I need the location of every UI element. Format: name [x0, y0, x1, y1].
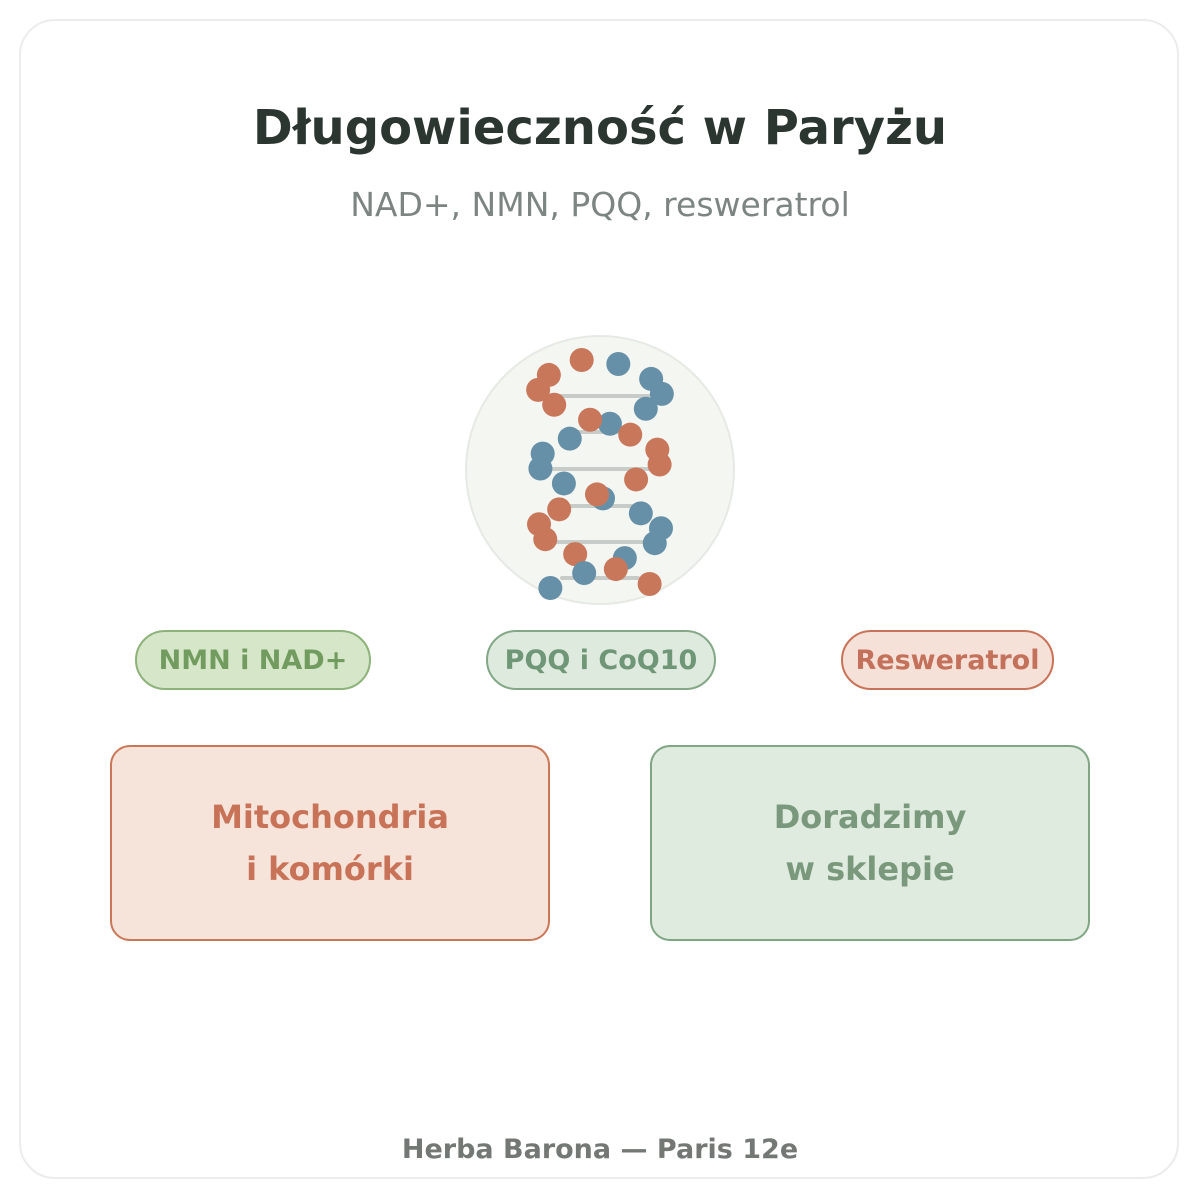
dna-strand-a-node [647, 452, 672, 477]
dna-strand-b-node [557, 426, 582, 451]
dna-illustration [464, 334, 736, 606]
dna-strand-b-node [628, 501, 653, 526]
dna-strand-a-node [526, 377, 551, 402]
dna-strand-b-node [649, 381, 674, 406]
mitochondria-box-line2: i komórki [246, 850, 414, 888]
footer-text: Herba Barona — Paris 12e [401, 1134, 799, 1165]
dna-strand-a-node [584, 482, 609, 507]
advice-box-line1: Doradzimy [773, 798, 967, 836]
dna-strand-a-node [624, 467, 649, 492]
dna-strand-a-node [618, 422, 643, 447]
dna-strands [526, 348, 674, 600]
dna-strand-b-node [597, 411, 622, 436]
dna-strand-a-node [569, 348, 594, 372]
dna-strand-a-node [547, 497, 572, 522]
tag-resveratrol: Resweratrol [841, 630, 1054, 690]
dna-strand-a-node [533, 527, 558, 552]
tag-nmn-nad: NMN i NAD+ [135, 630, 371, 690]
mitochondria-box-line1: Mitochondria [211, 798, 449, 836]
page-title: Długowieczność w Paryżu [252, 100, 948, 156]
advice-box: Doradzimy w sklepie [650, 745, 1090, 941]
dna-strand-a-node [563, 542, 588, 567]
dna-strand-a-node [542, 392, 567, 417]
dna-strand-b-node [642, 531, 667, 556]
dna-strand-b-node [572, 561, 597, 586]
advice-box-line2: w sklepie [785, 850, 955, 888]
mitochondria-box: Mitochondria i komórki [110, 745, 550, 941]
dna-strand-b-node [551, 471, 576, 496]
dna-helix-icon [465, 335, 735, 605]
dna-strand-b-node [606, 352, 631, 376]
dna-strand-a-node [637, 572, 662, 596]
dna-strand-a-node [603, 557, 628, 582]
tag-pqq-coq10: PQQ i CoQ10 [486, 630, 716, 690]
dna-strand-b-node [633, 396, 658, 421]
dna-strand-b-node [538, 576, 563, 600]
page-subtitle: NAD+, NMN, PQQ, resweratrol [350, 185, 850, 224]
dna-strand-a-node [578, 407, 603, 432]
dna-strand-b-node [528, 456, 553, 481]
